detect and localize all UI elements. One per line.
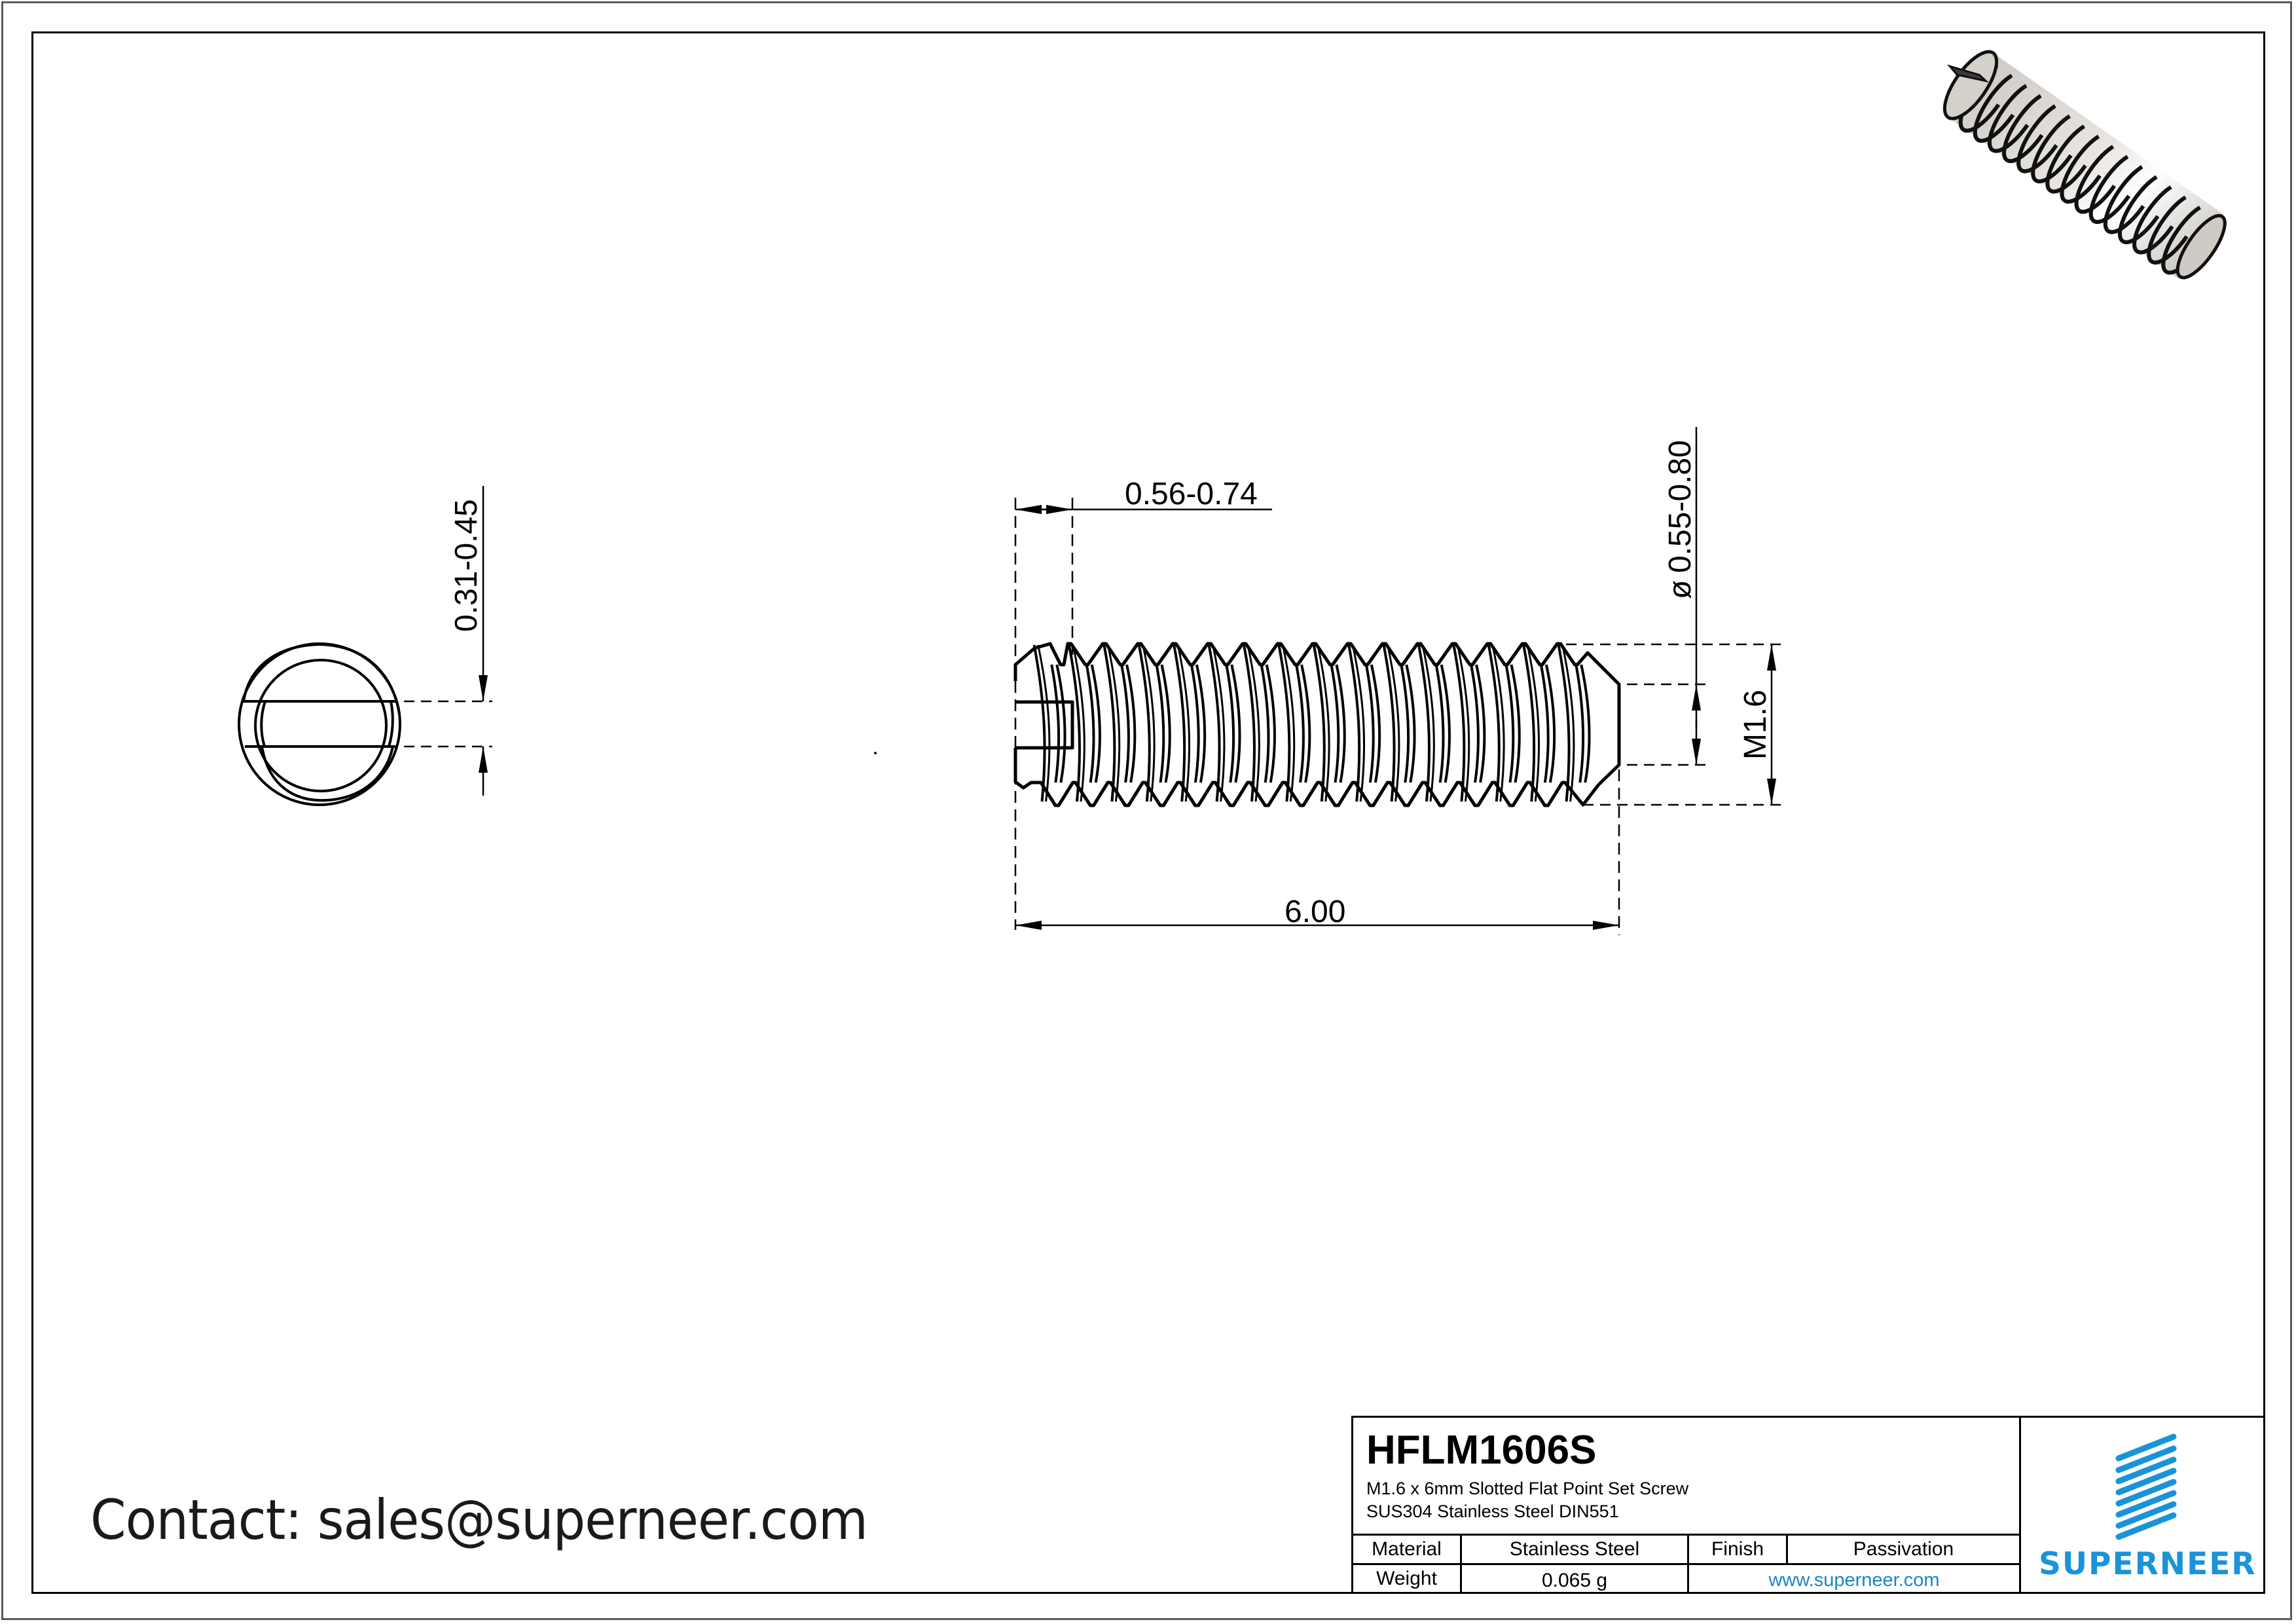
spec-row-weight: Weight 0.065 g www.superneer.com <box>1353 1565 2019 1592</box>
brand-logo: SUPERNEER <box>2021 1418 2263 1592</box>
weight-value: 0.065 g <box>1462 1565 1689 1592</box>
part-material-standard: SUS304 Stainless Steel DIN551 <box>1366 1502 1619 1521</box>
slot-depth-dim-text: 0.56-0.74 <box>1125 477 1258 511</box>
stripes-logo-icon <box>2115 1433 2177 1540</box>
part-description: M1.6 x 6mm Slotted Flat Point Set Screw <box>1366 1479 1689 1498</box>
finish-value: Passivation <box>1853 1538 1954 1560</box>
drawing-frame <box>31 31 2265 1594</box>
isometric-screw-render <box>1942 50 2227 280</box>
weight-label: Weight <box>1353 1565 1462 1592</box>
side-view-screw <box>1013 642 1621 807</box>
spec-row-material: Material Stainless Steel Finish Passivat… <box>1353 1536 2019 1565</box>
thread-size-dimension <box>1566 643 1781 806</box>
end-view <box>238 642 401 806</box>
slot-depth-dimension <box>1014 498 1272 930</box>
spec-table: Material Stainless Steel Finish Passivat… <box>1353 1534 2019 1592</box>
brand-name: SUPERNEER <box>2039 1546 2257 1582</box>
slot-width-dim-text: 0.31-0.45 <box>449 499 484 632</box>
thread-size-dim-text: M1.6 <box>1738 690 1773 760</box>
contact-email-text[interactable]: Contact: sales@superneer.com <box>90 1488 868 1552</box>
title-block: HFLM1606S M1.6 x 6mm Slotted Flat Point … <box>1351 1416 2265 1594</box>
website-link[interactable]: www.superneer.com <box>1768 1570 1940 1591</box>
center-point-dot <box>874 752 877 754</box>
finish-label: Finish <box>1689 1536 1788 1563</box>
slot-width-dimension <box>404 486 492 796</box>
point-diameter-dim-text: 0.55-0.80 <box>1663 440 1698 573</box>
material-value: Stainless Steel <box>1462 1536 1689 1563</box>
diameter-symbol-icon: ø <box>1663 580 1698 599</box>
point-diameter-dimension <box>1627 427 1705 766</box>
length-dim-text: 6.00 <box>1285 895 1345 929</box>
title-block-info: HFLM1606S M1.6 x 6mm Slotted Flat Point … <box>1353 1418 2021 1592</box>
part-number: HFLM1606S <box>1366 1428 1597 1473</box>
material-label: Material <box>1353 1536 1462 1563</box>
point-diameter-dim-label: ø 0.55-0.80 <box>1663 440 1698 599</box>
length-dimension <box>1015 769 1620 935</box>
